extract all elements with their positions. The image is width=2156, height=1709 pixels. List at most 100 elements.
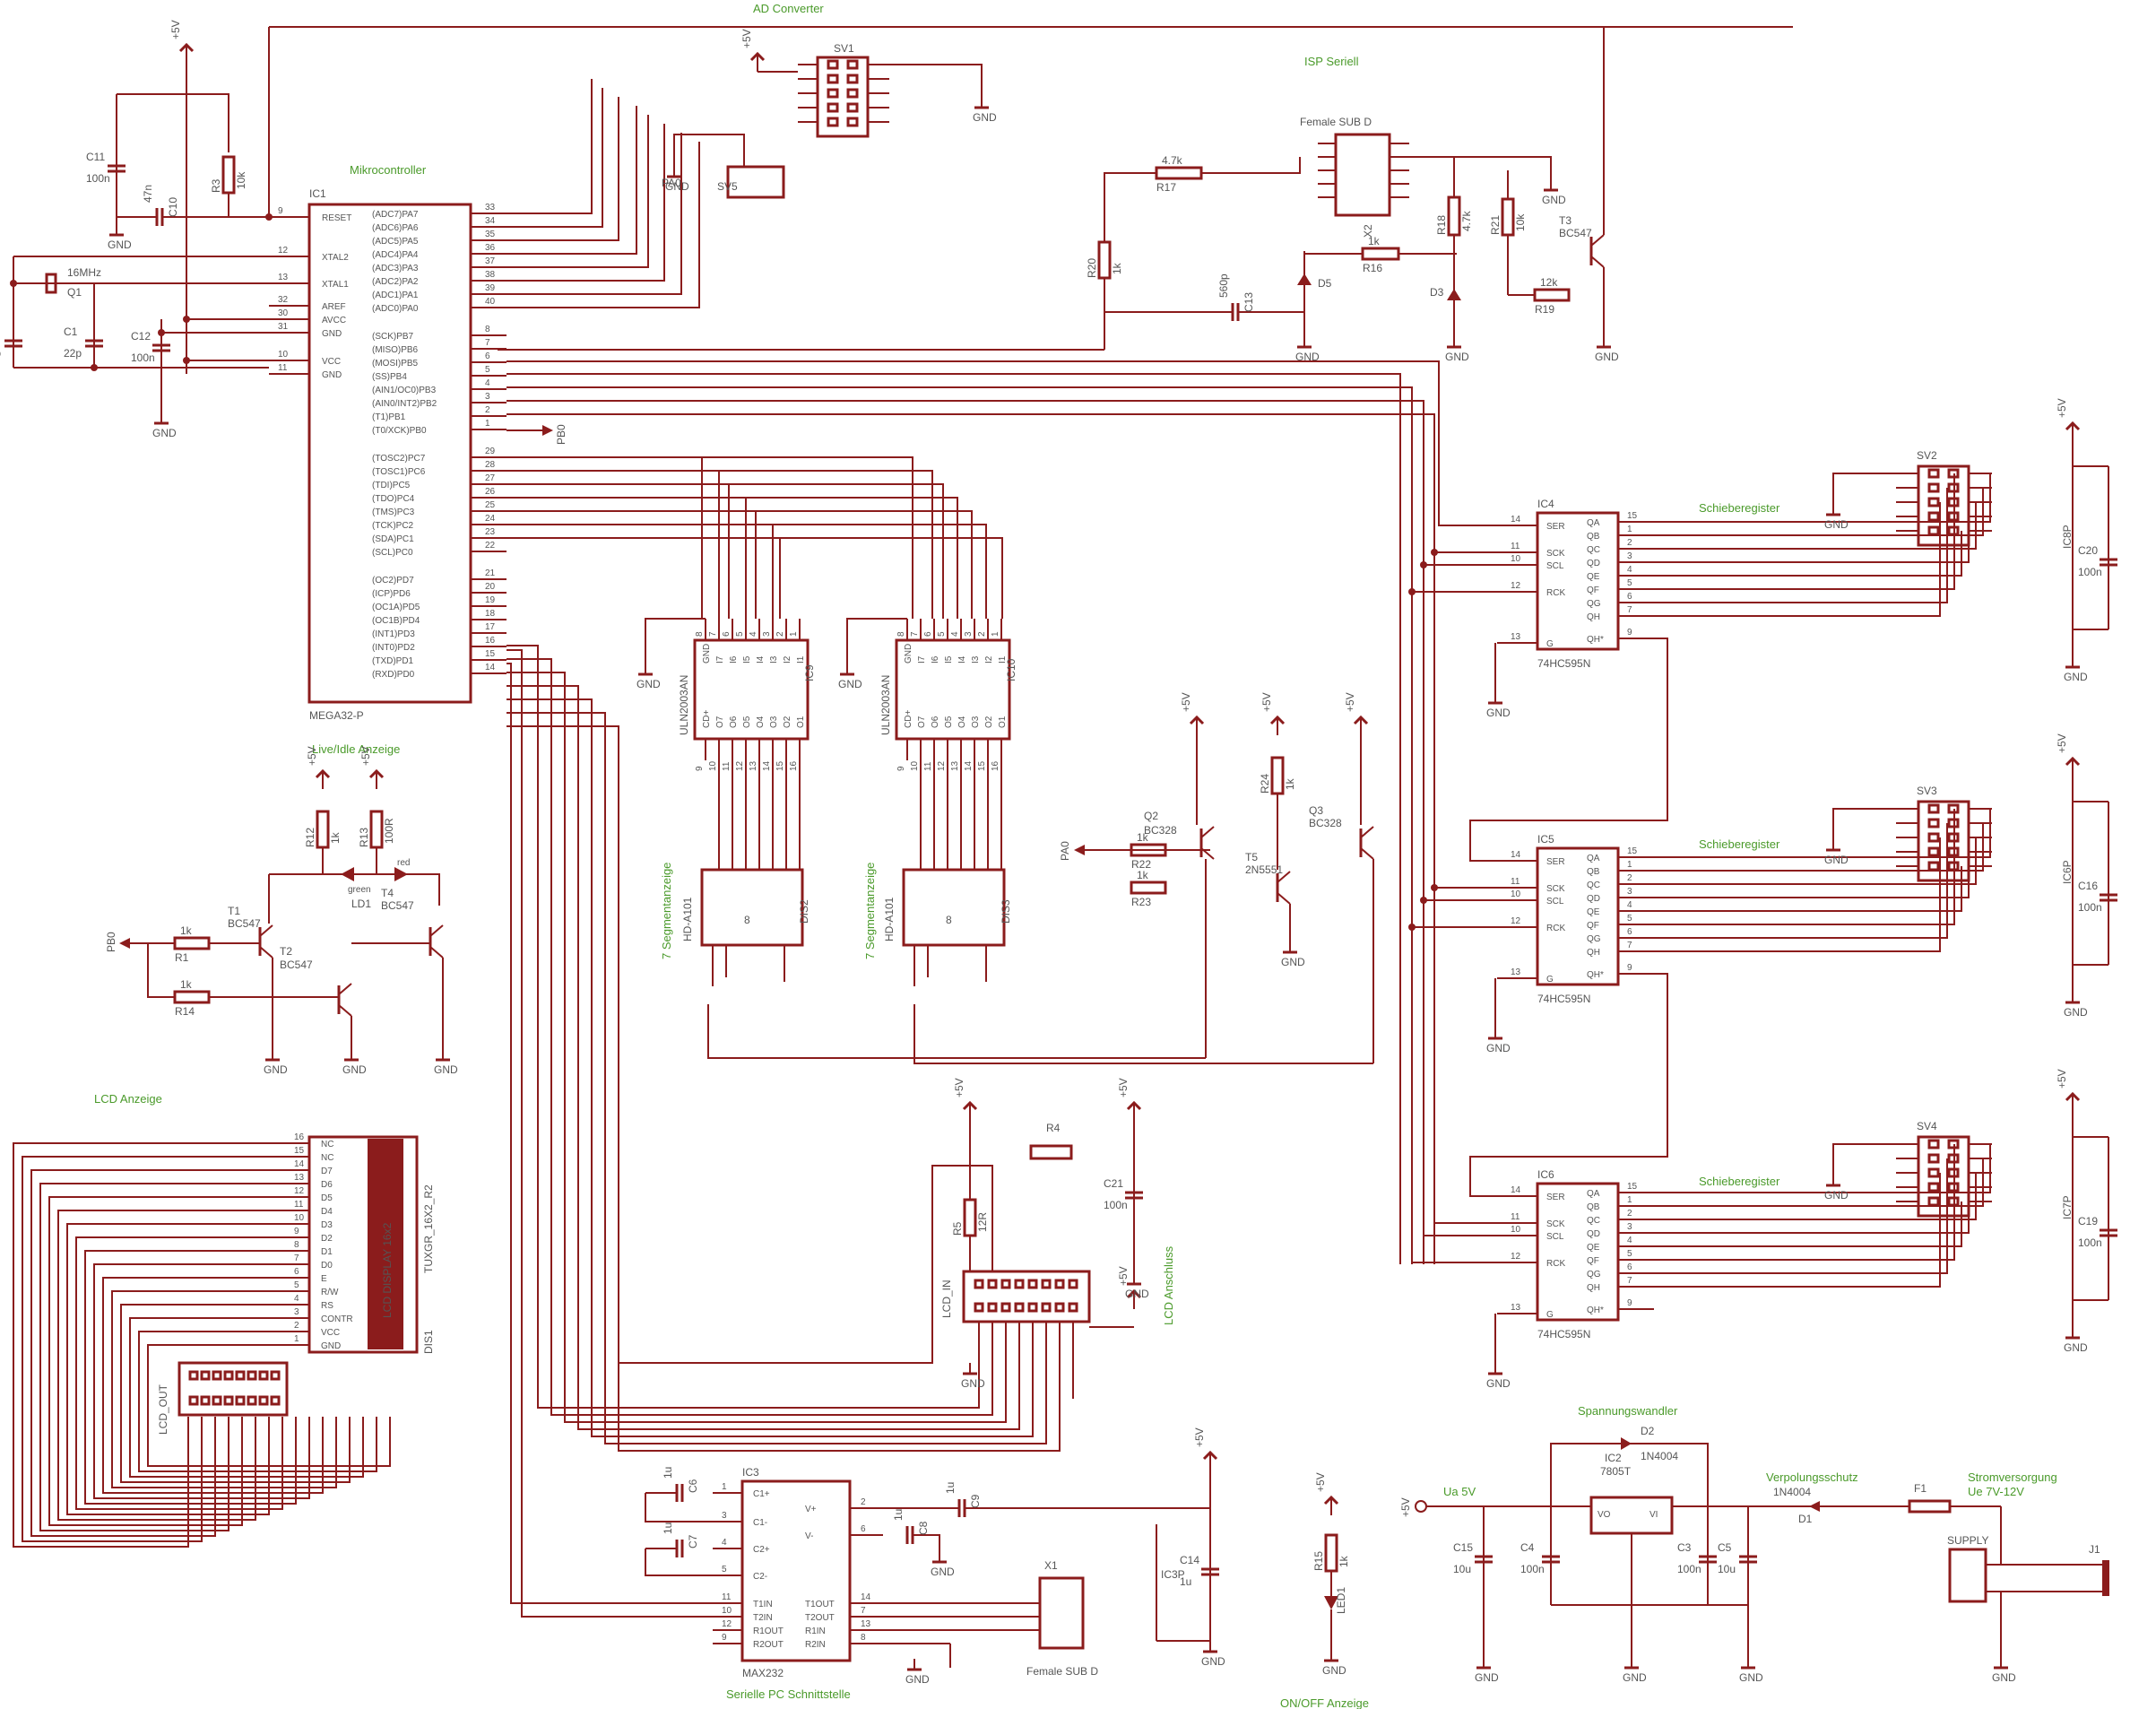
lcd-in-pad (1068, 1302, 1078, 1313)
sr-pin-label: QG (1587, 934, 1601, 944)
lcd-pin-num: 9 (294, 1227, 299, 1236)
sr-pin-num: 4 (1627, 1236, 1632, 1245)
r5-value: 12R (976, 1212, 989, 1232)
t3-e (1590, 256, 1605, 268)
sr-pin-label: RCK (1546, 924, 1565, 933)
ic1-pin-num: 21 (485, 568, 496, 578)
lcd-out-pad (247, 1370, 257, 1381)
uln-pin-num: 15 (977, 760, 987, 771)
ic3-pin-label: R1OUT (753, 1627, 784, 1636)
r23 (1130, 881, 1167, 895)
lcd-in-pad (1054, 1302, 1065, 1313)
sr-cap-name: C16 (2078, 880, 2098, 892)
uln-pin-num: 15 (775, 760, 785, 771)
sr-q-wire (1654, 502, 1941, 617)
sr-pin-num: 1 (1627, 860, 1632, 870)
uln-pin-label: CD+ (702, 710, 712, 728)
sr-pin-num: 14 (1511, 850, 1521, 860)
sr-pin-label: SCL (1546, 897, 1564, 907)
ld1-green-label: green (348, 885, 371, 895)
x2-subd (1334, 133, 1391, 217)
vcc-r15 (1323, 1495, 1339, 1505)
section-stromversorgung: Stromversorgung (1968, 1470, 2057, 1484)
adc-wire-4 (507, 115, 649, 268)
ic1-pin-label: RESET (322, 213, 351, 223)
lcd-in-route-5 (507, 712, 1047, 1444)
sr-pad (1947, 832, 1960, 843)
uln-pin-num: 7 (708, 631, 718, 637)
ld1-red-label: red (397, 858, 410, 868)
gnd-label: GND (2064, 671, 2088, 683)
r1-name: R1 (175, 951, 189, 964)
sr-pad (1947, 818, 1960, 828)
sr-header-name: SV4 (1917, 1120, 1937, 1132)
ic1-pin-label: (AIN0/INT2)PB2 (372, 399, 437, 409)
dis-value: HD-A101 (681, 897, 694, 941)
c11-value: 100n (86, 172, 110, 185)
ic1-pin-num: 25 (485, 500, 496, 510)
uln-pin-num: 9 (896, 766, 906, 771)
r19 (1533, 288, 1571, 302)
sr-pad (1947, 803, 1960, 814)
uln-pin-num: 4 (950, 631, 960, 637)
q2-c (1200, 826, 1215, 838)
uln-pin-label: I3 (971, 655, 981, 664)
t2-e (338, 1004, 352, 1017)
gnd-label: GND (2064, 1341, 2088, 1354)
sr-pad (1927, 846, 1940, 857)
gnd-label: GND (1486, 707, 1511, 719)
c8-name: C8 (917, 1521, 930, 1535)
x1-name: X1 (1044, 1559, 1058, 1572)
junction-dot (265, 213, 273, 221)
ic1-pin-num: 23 (485, 527, 496, 537)
t5-c (1277, 871, 1291, 883)
ic1-pin-num: 33 (485, 203, 496, 213)
junction-dot (1431, 549, 1438, 556)
uln-pin-num: 5 (937, 631, 947, 637)
q3-c (1360, 826, 1374, 838)
t1-e (259, 946, 273, 959)
uln-pin-num: 8 (695, 631, 705, 637)
r21 (1501, 197, 1515, 237)
d2-value: 1N4004 (1641, 1450, 1678, 1462)
uln-pin-num: 14 (762, 760, 772, 771)
ser-wire (507, 360, 1497, 526)
lcd-pin-label: D5 (321, 1193, 333, 1203)
lcd-pin-label: D3 (321, 1220, 333, 1230)
pb0-label-mcu: PB0 (555, 424, 567, 445)
lcd-pin-label: NC (321, 1153, 333, 1163)
lcd-pin-label: D7 (321, 1167, 333, 1176)
sr-pin-num: 15 (1627, 846, 1638, 856)
sv1-gnd (889, 64, 983, 97)
sr-name: IC4 (1537, 498, 1554, 510)
gnd-label: GND (961, 1377, 985, 1390)
uln-pin-label: O5 (742, 716, 752, 728)
lcd-in-pad (987, 1302, 998, 1313)
sr-pin-label: QE (1587, 907, 1600, 917)
sv1-name: SV1 (834, 42, 854, 55)
section-isp: ISP Seriell (1304, 55, 1359, 68)
sr-pad (1947, 1182, 1960, 1193)
section-serielle: Serielle PC Schnittstelle (726, 1687, 851, 1701)
r23-name: R23 (1131, 896, 1151, 908)
r20-name: R20 (1086, 258, 1098, 278)
r19-value: 12k (1540, 276, 1558, 289)
ic1-pin-label: (MISO)PB6 (372, 345, 419, 355)
gnd-label: GND (1542, 194, 1566, 206)
ic1-pin-num: 1 (485, 419, 490, 429)
section-ad-converter: AD Converter (753, 2, 824, 15)
gnd-label: GND (1281, 956, 1305, 968)
uln-pin-num: 4 (749, 631, 758, 637)
vcc-r5 (962, 1100, 978, 1111)
sr-pin-label: RCK (1546, 588, 1565, 598)
sv1-pad (846, 117, 859, 127)
lcd-pin-num: 11 (294, 1200, 304, 1210)
sr-pad (1947, 861, 1960, 872)
r20-value: 1k (1111, 262, 1123, 274)
ic3-pin-label: T2IN (753, 1613, 773, 1623)
ic1-pin-num: 11 (278, 363, 288, 373)
gnd-label: GND (434, 1063, 458, 1076)
sv1-pad (846, 102, 859, 113)
ic1-pin-num: 35 (485, 230, 496, 239)
adc-wire-3 (507, 106, 637, 255)
